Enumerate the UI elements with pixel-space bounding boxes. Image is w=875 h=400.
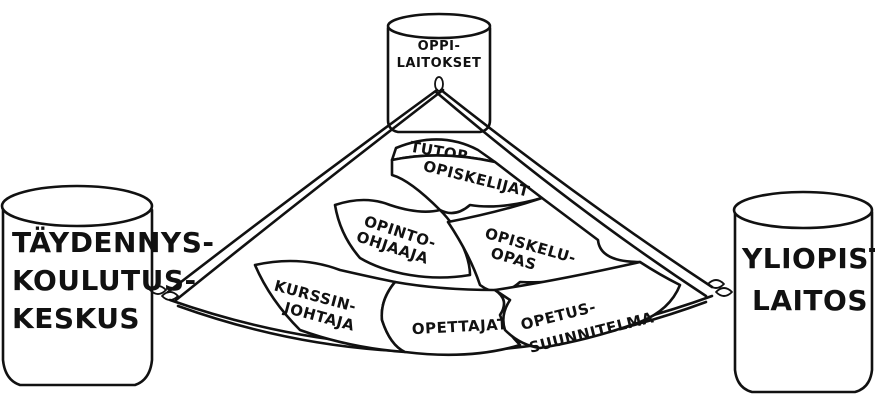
tile-opetussuunnitelma: OPETUS- SUUNNITELMA	[493, 260, 682, 357]
tile-opiskeluopas: OPISKELU- OPAS	[446, 196, 642, 294]
top-post-label-line-1: OPPI-	[418, 39, 461, 54]
left-post: TÄYDENNYS- KOULUTUS- KESKUS	[0, 184, 215, 387]
tile-opintoohjaaja: OPINTO- OHJAAJA	[333, 198, 472, 279]
top-post-label-line-2: LAITOKSET	[397, 56, 482, 71]
tile-kurssinjohtaja: KURSSIN- JOHTAJA	[253, 259, 407, 354]
left-post-label-line-1: TÄYDENNYS-	[12, 225, 215, 259]
right-post-label-line-2: LAITOS	[752, 284, 868, 317]
left-post-label-line-3: KESKUS	[12, 302, 140, 335]
top-hook	[434, 76, 444, 92]
right-post: YLIOPISTON LAITOS	[732, 190, 875, 394]
tile-opettajat-label: OPETTAJAT	[411, 315, 508, 338]
tile-opettajat: OPETTAJAT	[380, 280, 522, 357]
tile-opiskelijat: OPISKELIJAT	[390, 154, 544, 215]
right-post-label-line-1: YLIOPISTON	[741, 242, 875, 275]
